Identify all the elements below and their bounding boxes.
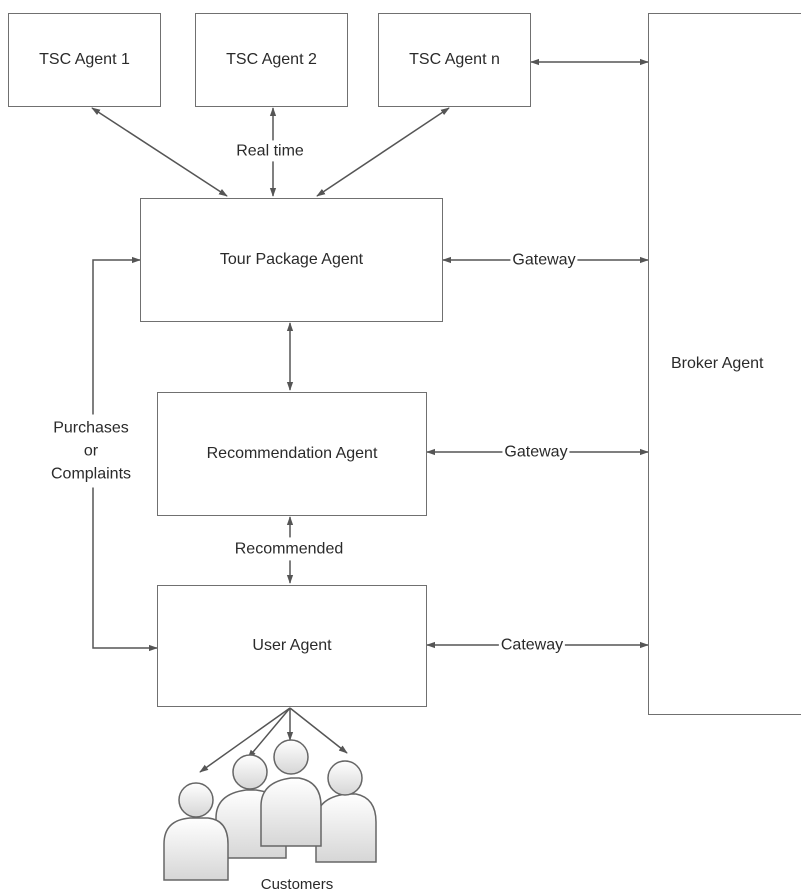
tour-package-agent-label: Tour Package Agent <box>219 251 364 268</box>
arrow-tscn-tour <box>316 107 450 197</box>
purchases-label-line1: Purchases <box>53 419 129 437</box>
customers-group <box>163 739 377 881</box>
tour-package-agent-box: Tour Package Agent <box>140 198 443 322</box>
user-agent-label: User Agent <box>252 637 332 654</box>
person-icon <box>315 760 377 863</box>
gateway-user-label: Cateway <box>498 635 566 655</box>
real-time-label: Real time <box>233 140 307 162</box>
arrow-user-customer4 <box>289 707 348 754</box>
tsc-agent-n-box: TSC Agent n <box>378 13 531 107</box>
customers-label: Customers <box>260 876 334 894</box>
gateway-tour-label: Gateway <box>510 250 578 270</box>
broker-agent-label: Broker Agent <box>671 355 764 372</box>
recommendation-agent-box: Recommendation Agent <box>157 392 427 516</box>
arrow-tsc1-tour <box>91 107 228 197</box>
tsc-agent-n-label: TSC Agent n <box>409 51 500 68</box>
tsc-agent-2-box: TSC Agent 2 <box>195 13 348 107</box>
person-icon <box>163 782 229 881</box>
person-icon <box>260 739 322 847</box>
arrow-user-customer2 <box>247 707 291 759</box>
purchases-or-complaints-label: Purchases or Complaints <box>46 414 136 488</box>
tsc-agent-2-label: TSC Agent 2 <box>226 51 317 68</box>
recommendation-agent-label: Recommendation Agent <box>206 445 378 462</box>
user-agent-box: User Agent <box>157 585 427 707</box>
gateway-recommendation-label: Gateway <box>502 442 570 462</box>
arrow-user-customer1 <box>199 707 291 773</box>
broker-agent-box: Broker Agent <box>648 13 801 715</box>
tsc-agent-1-label: TSC Agent 1 <box>39 51 130 68</box>
purchases-label-line3: Complaints <box>50 465 132 483</box>
recommended-label: Recommended <box>231 537 347 561</box>
tsc-agent-1-box: TSC Agent 1 <box>8 13 161 107</box>
purchases-label-line2: or <box>83 442 99 460</box>
